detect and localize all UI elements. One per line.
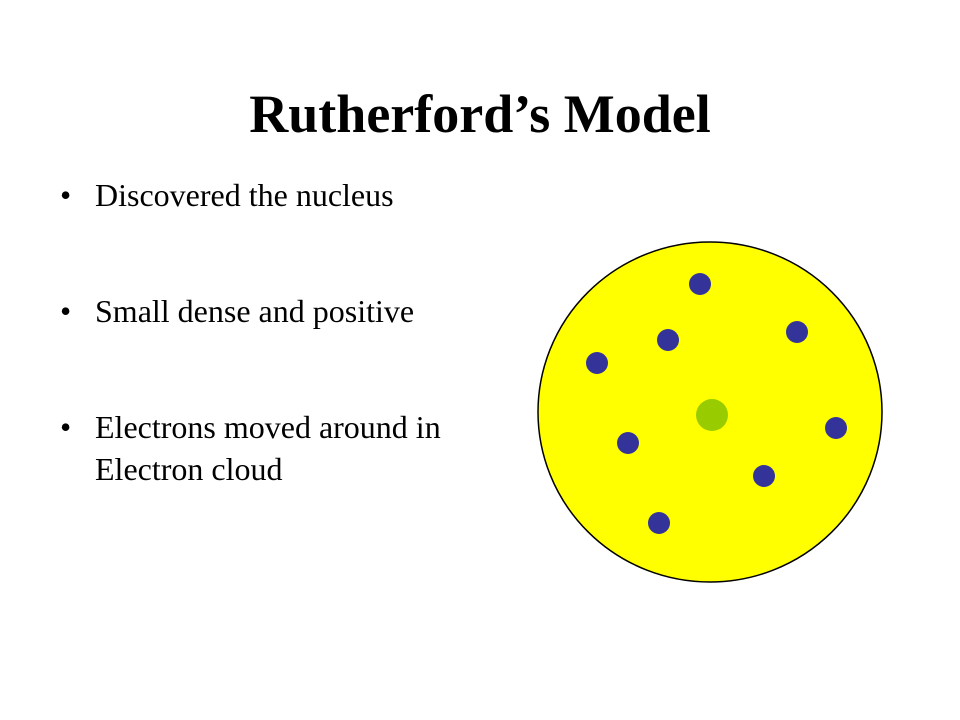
- bullet-icon: •: [60, 409, 72, 445]
- electron: [786, 321, 808, 343]
- electron: [689, 273, 711, 295]
- bullet-text: Discovered the nucleus: [95, 177, 394, 213]
- electron: [825, 417, 847, 439]
- bullet-text: Electrons moved around in Electron cloud: [95, 409, 441, 487]
- electron: [657, 329, 679, 351]
- bullet-icon: •: [60, 177, 72, 213]
- bullet-item: • Small dense and positive: [60, 290, 520, 332]
- bullet-text: Small dense and positive: [95, 293, 415, 329]
- bullet-item: • Electrons moved around in Electron clo…: [60, 406, 520, 490]
- nucleus: [696, 399, 728, 431]
- bullet-list: • Discovered the nucleus • Small dense a…: [60, 174, 520, 564]
- bullet-icon: •: [60, 293, 72, 329]
- electron: [648, 512, 670, 534]
- electron: [753, 465, 775, 487]
- electron: [617, 432, 639, 454]
- slide-title: Rutherford’s Model: [249, 84, 711, 144]
- electron: [586, 352, 608, 374]
- bullet-item: • Discovered the nucleus: [60, 174, 520, 216]
